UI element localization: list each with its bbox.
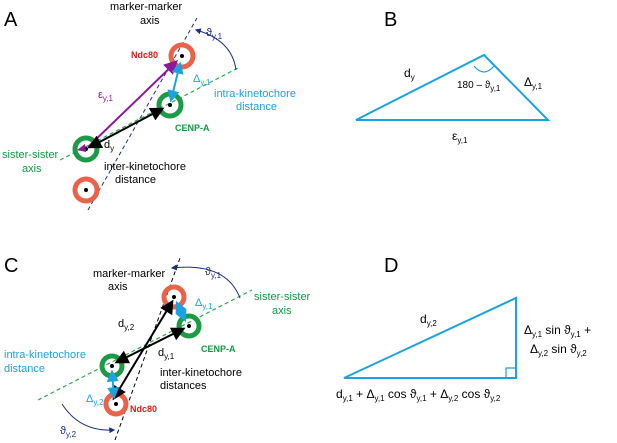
sister-sister-axis-line — [59, 67, 239, 161]
panel-c: C marker-marker axis ϑy,1 sister-sister … — [4, 255, 311, 441]
marker-marker-axis-line — [87, 17, 198, 211]
inter-distance-label-2: distance — [115, 174, 156, 186]
c-ndc80-marker-bottom-dot — [114, 402, 118, 406]
c-cenpa-marker-right-dot — [187, 324, 191, 328]
panel-a-letter: A — [4, 9, 18, 31]
cenpa-marker-right-dot — [168, 103, 172, 107]
panel-b-letter: B — [384, 9, 397, 31]
c-inter-distance-label-1: inter-kinetochore — [160, 367, 242, 379]
d-label: dy — [104, 139, 114, 153]
triangle-d-hyp-label: dy,2 — [420, 312, 437, 328]
panel-b: B dy 180 – ϑy,1 Δy,1 εy,1 — [355, 9, 551, 145]
triangle-d-right-label-1: Δy,1 sin ϑy,1 + — [524, 323, 591, 339]
delta-vector — [167, 61, 184, 103]
sister-axis-label-1: sister-sister — [2, 149, 59, 161]
d-vector — [87, 107, 165, 149]
ndc80-marker-top-dot — [180, 54, 184, 58]
sister-axis-label-2: axis — [22, 163, 42, 175]
triangle-b-angle-arc — [473, 65, 495, 73]
theta-label: ϑy,1 — [206, 27, 223, 41]
c-d2-label: dy,2 — [118, 318, 135, 332]
c-d1-vector — [114, 327, 186, 364]
ndc80-marker-bottom — [72, 176, 100, 204]
c-cenpa-marker-right — [176, 313, 202, 339]
c-theta2-label: ϑy,2 — [60, 425, 77, 439]
c-ndc80-marker-top — [161, 284, 187, 310]
c-theta2-arc — [61, 403, 116, 434]
triangle-b-d-label: dy — [404, 66, 415, 82]
cenpa-label: CENP-A — [175, 123, 210, 133]
marker-axis-label-2: axis — [140, 15, 160, 27]
c-ndc80-marker-top-dot — [172, 295, 176, 299]
panel-d: D dy,2 Δy,1 sin ϑy,1 + Δy,2 sin ϑy,2 dy,… — [336, 255, 591, 403]
theta-arc — [194, 28, 237, 71]
triangle-b-delta-label: Δy,1 — [524, 75, 543, 91]
epsilon-label: εy,1 — [98, 89, 114, 103]
c-marker-axis-label-2: axis — [108, 281, 128, 293]
c-delta1-vector — [175, 300, 187, 323]
c-sister-axis-label-2: axis — [272, 305, 292, 317]
triangle-d-right-label-2: Δy,2 sin ϑy,2 — [530, 342, 587, 358]
triangle-d — [343, 296, 517, 379]
c-theta1-label: ϑy,1 — [205, 266, 222, 280]
delta-label: Δy,1 — [193, 73, 211, 87]
c-ndc80-label: Ndc80 — [130, 404, 157, 414]
c-marker-axis-label-1: marker-marker — [93, 268, 165, 280]
c-theta1-arc — [170, 264, 241, 299]
c-d1-label: dy,1 — [158, 347, 175, 361]
cenpa-marker-left — [72, 135, 100, 163]
panel-a: A marker-marker axis Ndc80 CENP-A ϑy,1 Δ… — [2, 1, 296, 211]
triangle-b — [355, 53, 551, 121]
c-intra-distance-label-1: intra-kinetochore — [4, 349, 86, 361]
intra-distance-label-1: intra-kinetochore — [214, 88, 296, 100]
triangle-d-right-angle — [505, 367, 516, 378]
c-cenpa-marker-left-dot — [110, 364, 114, 368]
ndc80-marker-bottom-dot — [84, 188, 88, 192]
panel-d-letter: D — [384, 255, 398, 277]
triangle-b-angle-label: 180 – ϑy,1 — [457, 80, 501, 93]
epsilon-vector — [87, 60, 179, 148]
intra-distance-label-2: distance — [236, 101, 277, 113]
c-intra-distance-label-2: distance — [4, 363, 45, 375]
panel-c-letter: C — [4, 255, 18, 277]
c-cenpa-label: CENP-A — [201, 344, 236, 354]
c-delta2-label: Δy,2 — [86, 393, 104, 407]
inter-distance-label-1: inter-kinetochore — [104, 161, 186, 173]
marker-axis-label-1: marker-marker — [110, 1, 182, 13]
c-inter-distance-label-2: distances — [160, 380, 207, 392]
c-delta2-vector — [106, 369, 120, 400]
c-delta1-label: Δy,1 — [195, 297, 213, 311]
triangle-d-base-label: dy,1 + Δy,1 cos ϑy,1 + Δy,2 cos ϑy,2 — [336, 387, 501, 403]
c-sister-axis-label-1: sister-sister — [254, 291, 311, 303]
delta-vector-left-tip — [77, 144, 86, 152]
triangle-b-eps-label: εy,1 — [452, 129, 468, 145]
ndc80-label: Ndc80 — [131, 50, 158, 60]
